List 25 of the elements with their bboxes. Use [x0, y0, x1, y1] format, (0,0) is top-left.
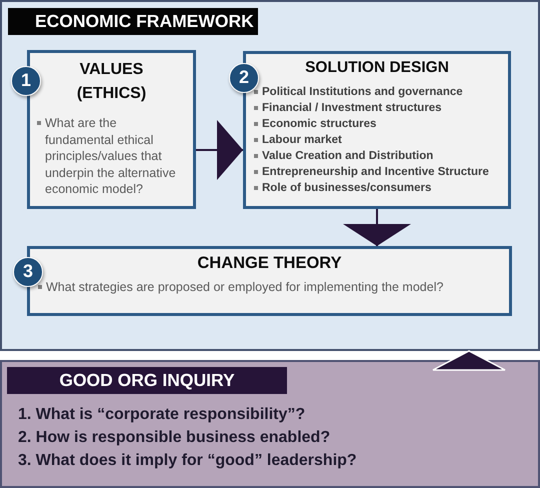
bullet-text: What are the fundamental ethical principles/values that underpin the alternative economic model? — [45, 115, 177, 198]
question-text: 3. What does it imply for “good” leadership? — [18, 450, 357, 470]
bullet-text: Entrepreneurship and Incentive Structure — [262, 165, 489, 180]
question-text: 2. How is responsible business enabled? — [18, 428, 330, 448]
bullet-text: What strategies are proposed or employed for implementing the model? — [46, 279, 444, 295]
chevron-arrow — [196, 120, 243, 180]
card-heading: CHANGE THEORY — [197, 253, 342, 274]
bullet-text: Financial / Investment structures — [262, 101, 442, 116]
bullet-text: Value Creation and Distribution — [262, 149, 434, 164]
panel-title: GOOD ORG INQUIRY — [7, 367, 287, 394]
bullet-text: Political Institutions and governance — [262, 85, 463, 100]
card-heading: SOLUTION DESIGN — [305, 58, 449, 78]
chevron-arrow — [432, 350, 506, 371]
step-number-badge: 3 — [13, 257, 43, 287]
framework-panel — [0, 0, 540, 351]
step-number-badge: 1 — [11, 66, 41, 96]
bullet-text: Economic structures — [262, 117, 376, 132]
bullet-text: Role of businesses/consumers — [262, 181, 432, 196]
card-heading: VALUES (ETHICS) — [76, 60, 148, 104]
inquiry-panel — [0, 360, 540, 488]
bullet-text: Labour market — [262, 133, 342, 148]
step-number-badge: 2 — [229, 63, 259, 93]
panel-title: ECONOMIC FRAMEWORK — [8, 8, 258, 35]
question-text: 1. What is “corporate responsibility”? — [18, 404, 306, 424]
chevron-arrow — [343, 209, 411, 246]
